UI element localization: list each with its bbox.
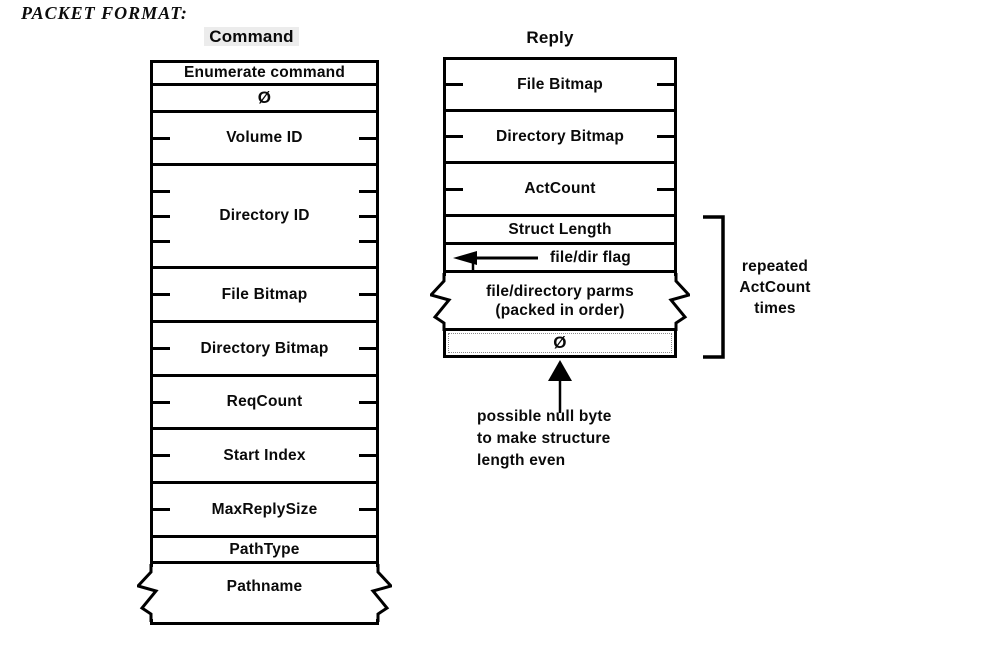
null-symbol: Ø: [257, 88, 272, 107]
field-label: Start Index: [223, 446, 306, 464]
field-label: Volume ID: [226, 129, 303, 146]
repeat-note-line1: repeated: [741, 258, 809, 275]
word-boundary-tick: [359, 136, 376, 140]
field-row-start-index: Start Index: [153, 430, 376, 484]
field-row-volume-id: Volume ID: [153, 113, 376, 166]
word-boundary-tick: [446, 187, 463, 191]
word-boundary-tick: [153, 454, 170, 457]
field-label: Pathname: [226, 578, 303, 595]
up-arrow-icon: [548, 360, 572, 413]
repeat-note: repeated ActCount times: [727, 256, 823, 319]
word-boundary-tick: [153, 136, 170, 140]
torn-edge-left-icon: [430, 273, 452, 331]
field-row-null-pad-byte: Ø: [446, 331, 674, 355]
null-byte-note: possible null byte to make structure len…: [477, 406, 612, 472]
reply-packet-box: File Bitmap Directory Bitmap ActCount St…: [430, 57, 690, 358]
field-row-directory-bitmap: Directory Bitmap: [446, 112, 674, 164]
null-symbol: Ø: [553, 333, 567, 352]
field-label: ActCount: [524, 180, 596, 197]
repeat-note-line3: times: [754, 300, 796, 317]
word-boundary-tick: [657, 135, 674, 138]
null-byte-note-line2: to make structure: [477, 430, 611, 447]
figure-title: PACKET FORMAT:: [21, 3, 188, 23]
field-row-maxreplysize: MaxReplySize: [153, 484, 376, 538]
word-boundary-tick: [359, 189, 376, 193]
field-label: File Bitmap: [517, 75, 603, 93]
null-byte-note-line1: possible null byte: [477, 408, 612, 425]
word-boundary-tick: [153, 508, 170, 511]
word-boundary-tick: [153, 347, 170, 350]
word-boundary-tick: [657, 187, 674, 191]
word-boundary-tick: [359, 293, 376, 296]
word-boundary-tick: [359, 239, 376, 243]
command-header-label: Command: [204, 27, 299, 46]
field-row-struct-length: Struct Length: [446, 217, 674, 245]
word-boundary-tick: [153, 293, 170, 296]
field-label: Directory Bitmap: [200, 339, 329, 357]
word-boundary-tick: [359, 400, 376, 404]
field-row-directory-bitmap: Directory Bitmap: [153, 323, 376, 377]
field-row-enumerate-command: Enumerate command: [153, 63, 376, 86]
field-row-reqcount: ReqCount: [153, 377, 376, 430]
field-label: ReqCount: [226, 393, 303, 410]
field-label: Enumerate command: [183, 64, 346, 81]
field-label: File Bitmap: [221, 285, 308, 303]
field-row-pathtype: PathType: [153, 538, 376, 564]
command-packet-box: Enumerate command Ø Volume ID Directory …: [137, 60, 392, 625]
word-boundary-tick: [359, 214, 376, 218]
repeat-bracket: [703, 215, 725, 359]
field-label-line1: file/directory parms: [486, 282, 634, 300]
field-row-file-bitmap: File Bitmap: [446, 60, 674, 112]
torn-edge-right-icon: [668, 273, 690, 331]
reply-header-label: Reply: [526, 28, 574, 47]
field-row-file-bitmap: File Bitmap: [153, 269, 376, 323]
field-label: Directory ID: [219, 207, 310, 224]
field-row-actcount: ActCount: [446, 164, 674, 217]
reply-column-header: Reply: [433, 28, 667, 48]
word-boundary-tick: [359, 347, 376, 350]
field-label: MaxReplySize: [211, 500, 318, 518]
field-label: file/dir flag: [550, 248, 631, 266]
word-boundary-tick: [359, 508, 376, 511]
field-label-line2: (packed in order): [495, 301, 625, 319]
field-row-directory-id: Directory ID: [153, 166, 376, 269]
torn-edge-left-icon: [137, 564, 159, 622]
field-row-file-dir-flag: file/dir flag: [446, 245, 674, 273]
word-boundary-tick: [446, 83, 463, 86]
null-byte-note-line3: length even: [477, 452, 566, 469]
field-label: Directory Bitmap: [495, 127, 625, 145]
field-row-file-directory-parms: file/directory parms (packed in order): [430, 273, 690, 331]
command-column-header: Command: [137, 27, 366, 47]
left-arrow-icon: [453, 251, 538, 271]
word-boundary-tick: [153, 239, 170, 243]
word-boundary-tick: [657, 83, 674, 86]
word-boundary-tick: [153, 400, 170, 404]
torn-edge-right-icon: [370, 564, 392, 622]
field-row-pathname: Pathname: [137, 564, 392, 622]
word-boundary-tick: [153, 189, 170, 193]
field-row-null-byte: Ø: [153, 86, 376, 113]
word-boundary-tick: [153, 214, 170, 218]
word-boundary-tick: [446, 135, 463, 138]
word-boundary-tick: [359, 454, 376, 457]
field-label: Struct Length: [508, 220, 612, 238]
field-label: file/directory parms (packed in order): [486, 282, 634, 320]
repeat-note-line2: ActCount: [739, 279, 811, 296]
field-label: PathType: [229, 540, 300, 558]
